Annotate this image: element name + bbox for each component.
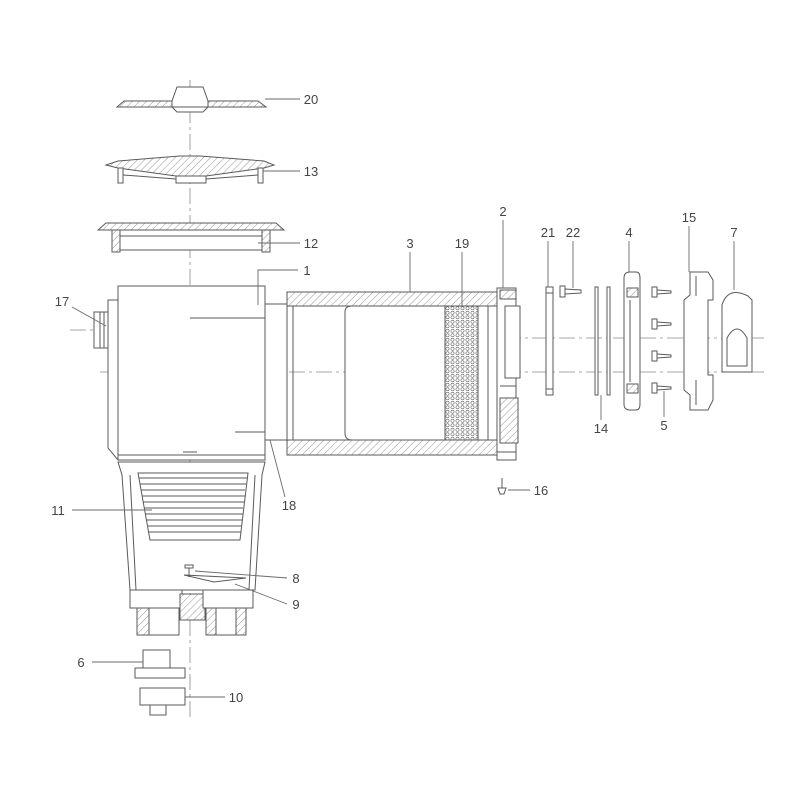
- part-19-mesh-filter: [444, 305, 479, 441]
- label-20: 20: [304, 92, 318, 107]
- part-10-plug: [139, 687, 186, 716]
- leader-line-1: [257, 269, 298, 305]
- label-11: 11: [51, 503, 65, 518]
- label-8: 8: [292, 571, 299, 586]
- part-11-basket-housing: [117, 461, 266, 591]
- label-22: 22: [566, 225, 580, 240]
- part-21-plate: [545, 286, 554, 396]
- basket-ribs: [139, 477, 247, 533]
- label-1: 1: [303, 263, 310, 278]
- label-14: 14: [594, 421, 608, 436]
- leader-line-17: [71, 306, 107, 327]
- leader-lines: [71, 98, 735, 698]
- label-2: 2: [499, 204, 506, 219]
- part-20-cover: [115, 86, 268, 113]
- leader-line-9: [234, 583, 288, 605]
- part-9-weir-clip: [183, 574, 247, 583]
- part-6-fitting: [134, 649, 186, 679]
- label-17: 17: [55, 294, 69, 309]
- label-21: 21: [541, 225, 555, 240]
- label-5: 5: [660, 418, 667, 433]
- label-9: 9: [292, 597, 299, 612]
- part-16-screw: [497, 478, 507, 495]
- part-labels: 20 13 12 1 17 3 19 2 21 22 4 15 7 14 5 1…: [51, 92, 737, 705]
- part-7-front-cover: [721, 292, 753, 373]
- label-16: 16: [534, 483, 548, 498]
- leader-line-8: [194, 570, 288, 579]
- label-18: 18: [282, 498, 296, 513]
- label-12: 12: [304, 236, 318, 251]
- label-10: 10: [229, 690, 243, 705]
- part-12-ring: [96, 222, 286, 253]
- part-4-frame: [623, 271, 641, 411]
- label-7: 7: [730, 225, 737, 240]
- bottom-outlets: [129, 589, 254, 636]
- leader-line-18: [269, 439, 286, 498]
- label-6: 6: [77, 655, 84, 670]
- part-22-screw: [559, 285, 582, 298]
- label-3: 3: [406, 236, 413, 251]
- part-5-screws: [651, 286, 672, 394]
- part-2-flange: [496, 287, 521, 461]
- label-13: 13: [304, 164, 318, 179]
- label-4: 4: [625, 225, 632, 240]
- part-15-bracket: [683, 271, 714, 411]
- label-19: 19: [455, 236, 469, 251]
- part-14-gasket: [594, 286, 611, 396]
- label-15: 15: [682, 210, 696, 225]
- part-1-skimmer-body: [107, 285, 288, 461]
- part-13-lid: [104, 155, 276, 184]
- part-3-extension-tube: [286, 291, 498, 456]
